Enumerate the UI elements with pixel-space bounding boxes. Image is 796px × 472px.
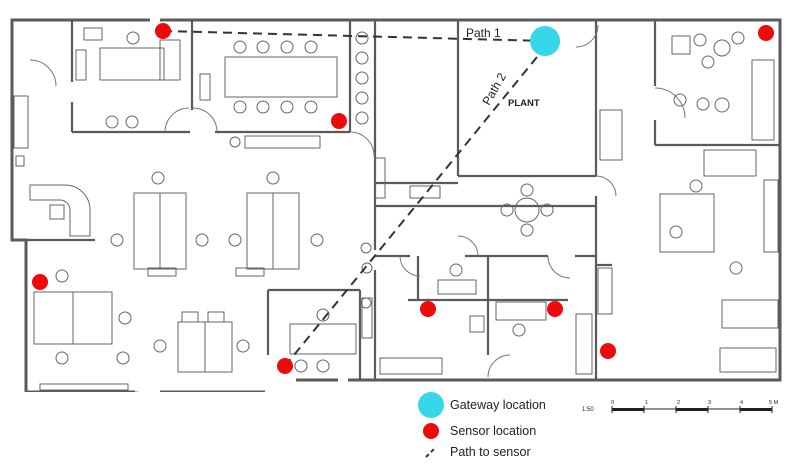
scale-tick-label: 1	[645, 400, 648, 406]
sensor-swatch	[423, 423, 439, 439]
sensor-marker	[420, 301, 436, 317]
interior-walls	[26, 20, 780, 380]
sensor-marker	[758, 25, 774, 41]
path-1-label: Path 1	[466, 26, 501, 40]
sensor-marker	[547, 301, 563, 317]
sensor-marker	[155, 23, 171, 39]
furniture	[13, 27, 779, 391]
scale-ratio: 1:50	[582, 407, 594, 413]
legend-sensor: Sensor location	[418, 420, 536, 442]
scale-ticks: 0 1 2 3 4 5 M	[611, 400, 779, 406]
legend: Gateway location Sensor location Path to…	[418, 392, 598, 464]
floor-plan: Path 1 Path 2 PLANT	[10, 18, 782, 392]
path-1-line	[162, 30, 546, 42]
door-swings	[29, 24, 686, 392]
gateway-marker	[530, 26, 560, 56]
outer-walls	[10, 18, 782, 392]
sensor-marker	[32, 274, 48, 290]
scale-bar: 1:50 0 1 2 3 4 5 M	[582, 400, 779, 413]
sensor-marker	[277, 358, 293, 374]
legend-path-label: Path to sensor	[450, 445, 531, 459]
scale-tick-label: 2	[677, 400, 680, 406]
sensor-marker	[331, 113, 347, 129]
sensor-markers	[32, 23, 774, 374]
scale-tick-label: 3	[708, 400, 711, 406]
sensor-paths	[162, 30, 546, 367]
legend-sensor-label: Sensor location	[450, 424, 537, 438]
path-2-line	[284, 56, 538, 367]
scale-tick-label: 0	[611, 400, 614, 406]
legend-gateway: Gateway location	[418, 392, 546, 418]
legend-path: Path to sensor	[418, 441, 531, 463]
sensor-marker	[600, 343, 616, 359]
path-swatch	[425, 446, 437, 458]
gateway-swatch	[418, 392, 444, 418]
plant-label: PLANT	[508, 98, 540, 109]
scale-tick-label: 5 M	[769, 400, 779, 406]
path-2-label: Path 2	[479, 70, 509, 107]
legend-gateway-label: Gateway location	[450, 398, 546, 412]
scale-tick-label: 4	[740, 400, 743, 406]
